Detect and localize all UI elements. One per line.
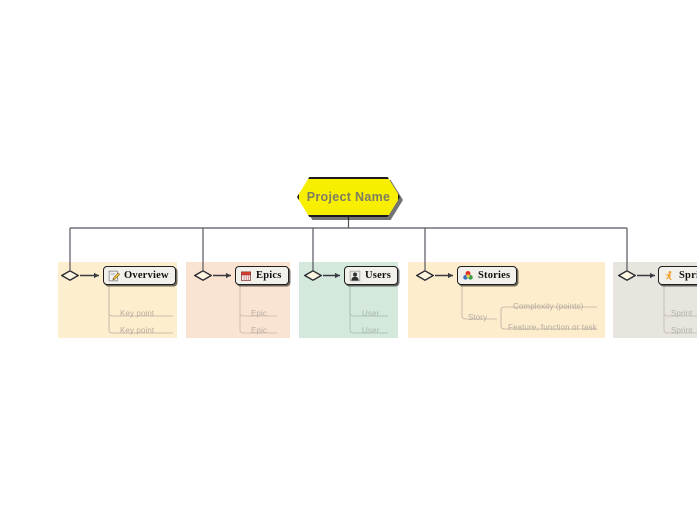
leaf-stories-complexity[interactable]: Complexity (points) — [513, 302, 584, 311]
branch-node-epics[interactable]: Epics — [235, 266, 289, 285]
leaf-stories-feature[interactable]: Feature, function or task — [508, 323, 597, 332]
branch-node-users[interactable]: Users — [344, 266, 399, 285]
diamond-connector-users — [304, 270, 322, 281]
orange-runner-icon — [665, 270, 672, 280]
person-bust-icon — [349, 270, 361, 281]
leaf-sprints-sprint-2[interactable]: Sprint — [671, 326, 693, 335]
branch-node-label-overview: Overview — [124, 270, 169, 281]
leaf-epics-epic-1[interactable]: Epic — [251, 309, 267, 318]
leaf-epics-epic-2[interactable]: Epic — [251, 326, 267, 335]
branch-node-overview[interactable]: Overview — [103, 266, 176, 285]
leaf-stories-story[interactable]: Story — [468, 313, 488, 322]
branch-node-label-stories: Stories — [478, 270, 511, 281]
branch-node-label-sprints: Sprint — [679, 270, 697, 281]
branch-node-sprints[interactable]: Sprint — [658, 266, 697, 285]
branch-node-label-users: Users — [365, 270, 392, 281]
leaf-users-user-1[interactable]: User — [362, 309, 380, 318]
document-pencil-icon — [108, 270, 120, 281]
diamond-connector-sprints — [618, 270, 636, 281]
leaf-overview-keypoint-1[interactable]: Key point — [120, 309, 155, 318]
red-calendar-icon — [241, 271, 251, 281]
diamond-connector-epics — [194, 270, 212, 281]
leaf-sprints-sprint-1[interactable]: Sprint — [671, 309, 693, 318]
colored-flower-icon — [463, 270, 473, 280]
diamond-connector-stories — [416, 270, 434, 281]
diamond-connector-overview — [61, 270, 79, 281]
root-node-label: Project Name — [306, 190, 391, 204]
leaf-overview-keypoint-2[interactable]: Key point — [120, 326, 155, 335]
leaf-users-user-2[interactable]: User — [362, 326, 380, 335]
branch-node-stories[interactable]: Stories — [457, 266, 518, 285]
branch-node-label-epics: Epics — [256, 270, 282, 281]
root-node-project-name[interactable]: Project Name — [297, 177, 400, 217]
